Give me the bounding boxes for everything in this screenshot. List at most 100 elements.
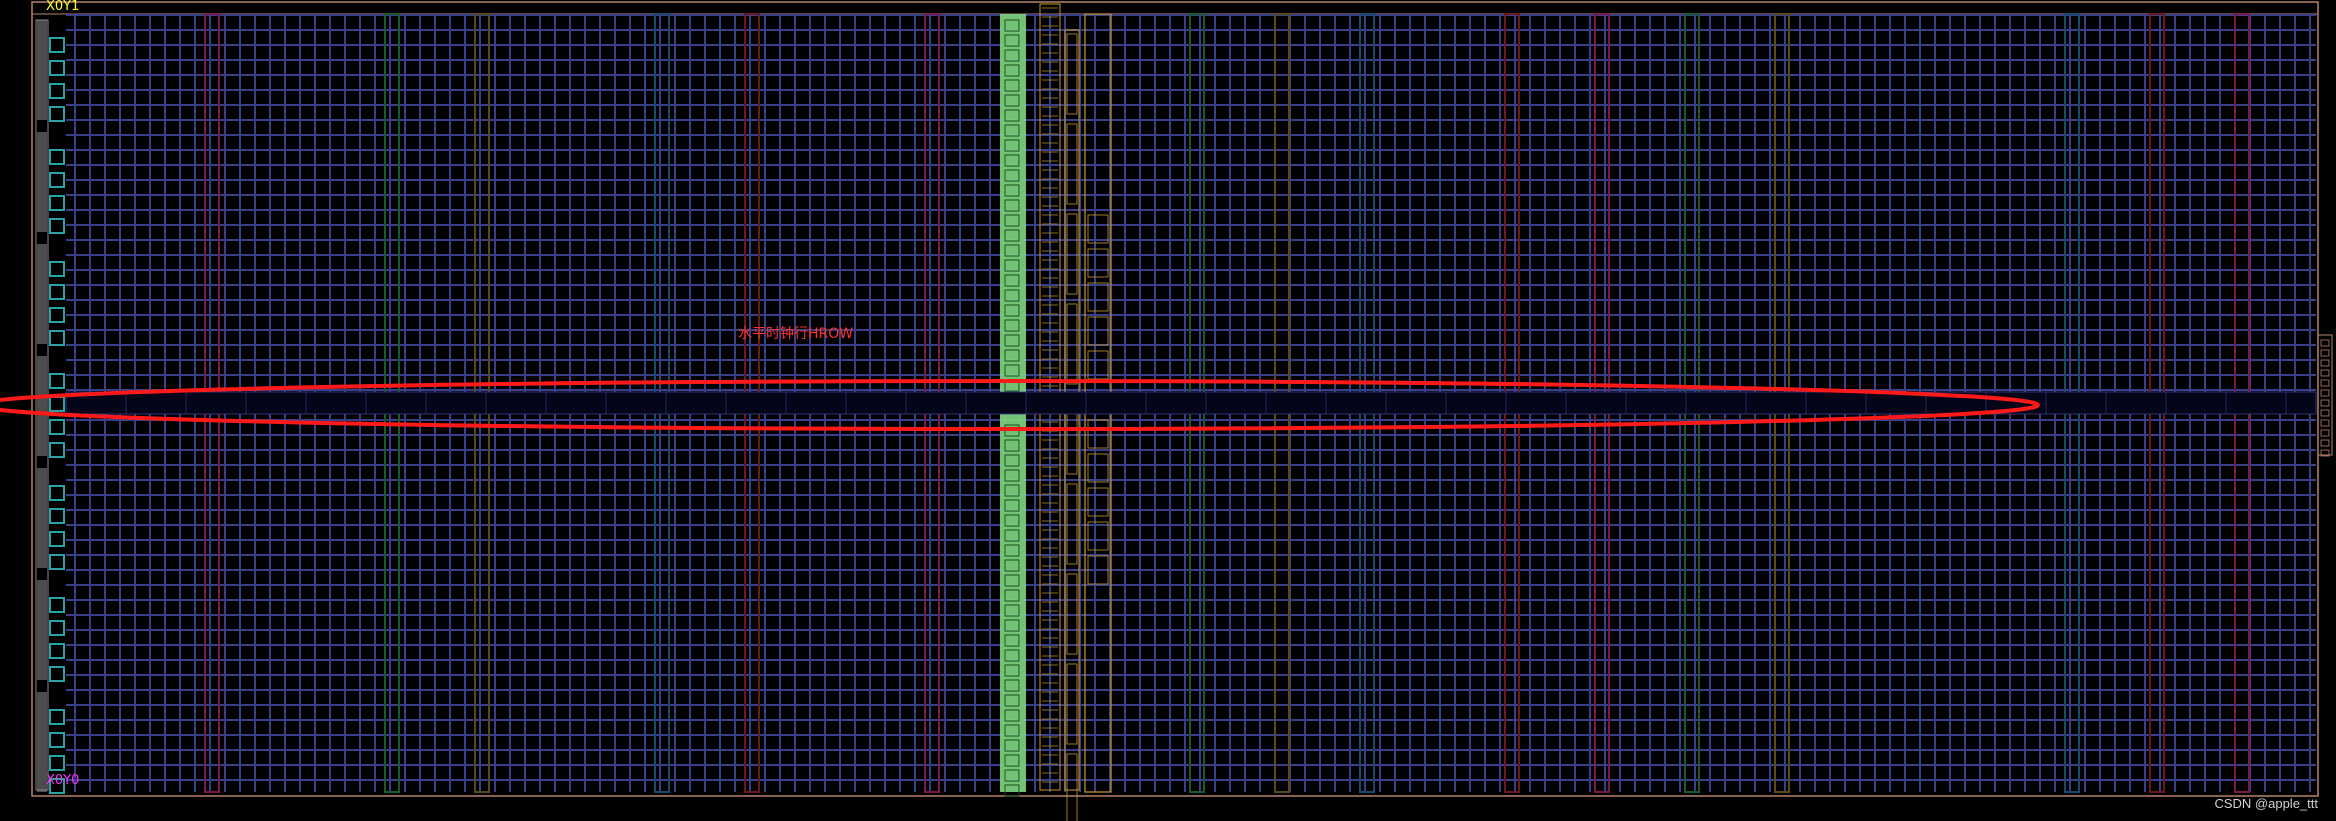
bram-tile[interactable] xyxy=(1004,124,1020,137)
config-block[interactable] xyxy=(1087,521,1109,551)
io-pad[interactable] xyxy=(49,709,65,725)
config-block[interactable] xyxy=(1087,316,1109,346)
gt-tile[interactable] xyxy=(2320,429,2330,437)
bram-tile[interactable] xyxy=(1004,469,1020,482)
bram-tile[interactable] xyxy=(1004,589,1020,602)
bram-tile[interactable] xyxy=(1004,229,1020,242)
bram-tile[interactable] xyxy=(1004,499,1020,512)
gt-tile[interactable] xyxy=(2320,409,2330,417)
bram-tile[interactable] xyxy=(1004,319,1020,332)
io-bank[interactable] xyxy=(37,468,47,568)
bram-tile[interactable] xyxy=(1004,274,1020,287)
bram-tile[interactable] xyxy=(1004,439,1020,452)
io-bank[interactable] xyxy=(37,20,47,120)
clock-buffer-block[interactable] xyxy=(1066,663,1078,745)
config-block[interactable] xyxy=(1087,419,1109,449)
clock-buffer-block[interactable] xyxy=(1066,123,1078,205)
io-pad[interactable] xyxy=(49,307,65,323)
bram-tile[interactable] xyxy=(1004,664,1020,677)
bram-tile[interactable] xyxy=(1004,214,1020,227)
bram-tile[interactable] xyxy=(1004,574,1020,587)
bram-column-lower[interactable] xyxy=(1000,414,1026,792)
gt-tile[interactable] xyxy=(2320,339,2330,347)
io-pad[interactable] xyxy=(49,620,65,636)
bram-tile[interactable] xyxy=(1004,109,1020,122)
bram-tile[interactable] xyxy=(1004,769,1020,782)
bram-tile[interactable] xyxy=(1004,289,1020,302)
clock-buffer-block[interactable] xyxy=(1066,303,1078,385)
bram-tile[interactable] xyxy=(1004,709,1020,722)
io-pad[interactable] xyxy=(49,419,65,435)
io-pad[interactable] xyxy=(49,60,65,76)
bram-tile[interactable] xyxy=(1004,754,1020,767)
bram-tile[interactable] xyxy=(1004,244,1020,257)
bram-tile[interactable] xyxy=(1004,64,1020,77)
io-pad[interactable] xyxy=(49,172,65,188)
bram-tile[interactable] xyxy=(1004,169,1020,182)
io-bank[interactable] xyxy=(37,132,47,232)
config-block[interactable] xyxy=(1087,555,1109,585)
gt-tile[interactable] xyxy=(2320,379,2330,387)
gt-tile[interactable] xyxy=(2320,399,2330,407)
bram-tile[interactable] xyxy=(1004,784,1020,797)
clock-buffer-block[interactable] xyxy=(1066,33,1078,115)
io-pad[interactable] xyxy=(49,195,65,211)
bram-tile[interactable] xyxy=(1004,454,1020,467)
bram-tile[interactable] xyxy=(1004,49,1020,62)
io-bank[interactable] xyxy=(37,580,47,680)
config-block[interactable] xyxy=(1087,214,1109,244)
io-pad[interactable] xyxy=(49,778,65,794)
io-pad[interactable] xyxy=(49,330,65,346)
gt-tile[interactable] xyxy=(2320,369,2330,377)
bram-tile[interactable] xyxy=(1004,19,1020,32)
clock-buffer-block[interactable] xyxy=(1066,753,1078,821)
clock-buffer-block[interactable] xyxy=(1066,213,1078,295)
gt-tile[interactable] xyxy=(2320,359,2330,367)
clock-buffer-block[interactable] xyxy=(1066,483,1078,565)
io-bank[interactable] xyxy=(37,244,47,344)
io-pad[interactable] xyxy=(49,83,65,99)
bram-tile[interactable] xyxy=(1004,619,1020,632)
bram-tile[interactable] xyxy=(1004,304,1020,317)
bram-tile[interactable] xyxy=(1004,634,1020,647)
config-block[interactable] xyxy=(1087,453,1109,483)
bram-tile[interactable] xyxy=(1004,739,1020,752)
bram-tile[interactable] xyxy=(1004,94,1020,107)
io-bank[interactable] xyxy=(37,356,47,456)
config-block[interactable] xyxy=(1087,487,1109,517)
io-pad[interactable] xyxy=(49,643,65,659)
bram-tile[interactable] xyxy=(1004,529,1020,542)
io-pad[interactable] xyxy=(49,755,65,771)
bram-tile[interactable] xyxy=(1004,559,1020,572)
io-pad[interactable] xyxy=(49,554,65,570)
io-pad[interactable] xyxy=(49,106,65,122)
io-pad[interactable] xyxy=(49,373,65,389)
bram-tile[interactable] xyxy=(1004,334,1020,347)
io-pad[interactable] xyxy=(49,732,65,748)
io-pad[interactable] xyxy=(49,442,65,458)
bram-tile[interactable] xyxy=(1004,694,1020,707)
io-pad[interactable] xyxy=(49,396,65,412)
bram-tile[interactable] xyxy=(1004,544,1020,557)
bram-tile[interactable] xyxy=(1004,484,1020,497)
bram-tile[interactable] xyxy=(1004,649,1020,662)
bram-tile[interactable] xyxy=(1004,154,1020,167)
bram-column-upper[interactable] xyxy=(1000,14,1026,392)
gt-tile[interactable] xyxy=(2320,389,2330,397)
bram-tile[interactable] xyxy=(1004,184,1020,197)
io-pad[interactable] xyxy=(49,218,65,234)
bram-tile[interactable] xyxy=(1004,259,1020,272)
io-pad[interactable] xyxy=(49,284,65,300)
gt-column[interactable] xyxy=(2317,334,2333,456)
bram-tile[interactable] xyxy=(1004,199,1020,212)
bram-tile[interactable] xyxy=(1004,139,1020,152)
bram-tile[interactable] xyxy=(1004,349,1020,362)
bram-tile[interactable] xyxy=(1004,514,1020,527)
gt-tile[interactable] xyxy=(2320,439,2330,447)
io-pad[interactable] xyxy=(49,261,65,277)
gt-tile[interactable] xyxy=(2320,419,2330,427)
bram-tile[interactable] xyxy=(1004,34,1020,47)
io-pad[interactable] xyxy=(49,485,65,501)
bram-tile[interactable] xyxy=(1004,604,1020,617)
